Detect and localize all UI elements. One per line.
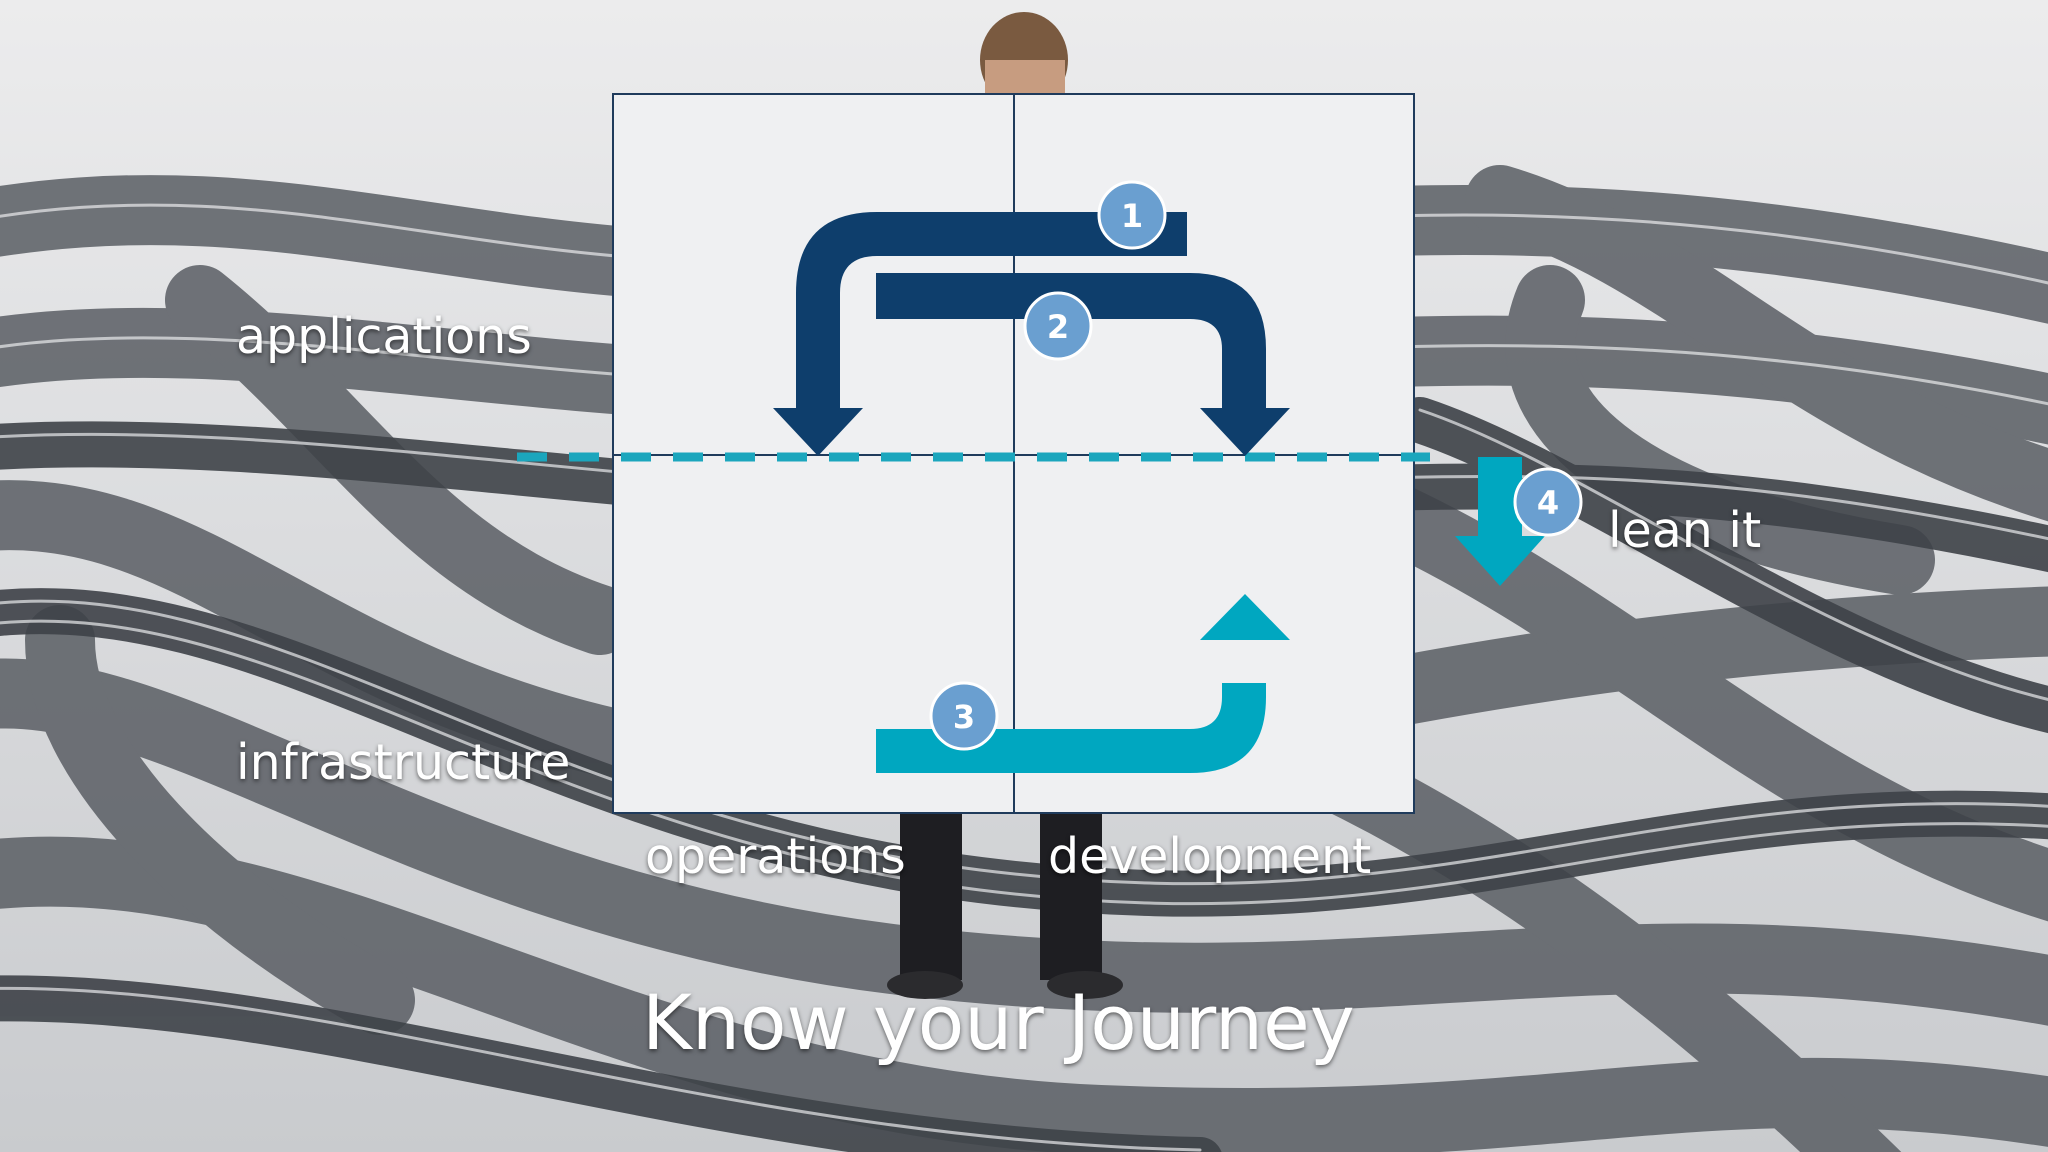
badge-1-label: 1 <box>1121 197 1143 235</box>
badge-2: 2 <box>1025 293 1091 359</box>
badge-2-label: 2 <box>1047 308 1069 346</box>
badge-3: 3 <box>931 683 997 749</box>
column-label-development: development <box>1048 828 1371 885</box>
row-label-infrastructure: infrastructure <box>236 734 570 791</box>
badge-1: 1 <box>1099 182 1165 248</box>
badge-4-label: 4 <box>1537 484 1559 522</box>
side-label-lean-it: lean it <box>1608 502 1761 559</box>
badge-4: 4 <box>1515 469 1581 535</box>
column-label-operations: operations <box>645 828 906 885</box>
row-label-applications: applications <box>236 308 532 365</box>
badge-3-label: 3 <box>953 698 975 736</box>
slide-title: Know your Journey <box>642 978 1355 1067</box>
